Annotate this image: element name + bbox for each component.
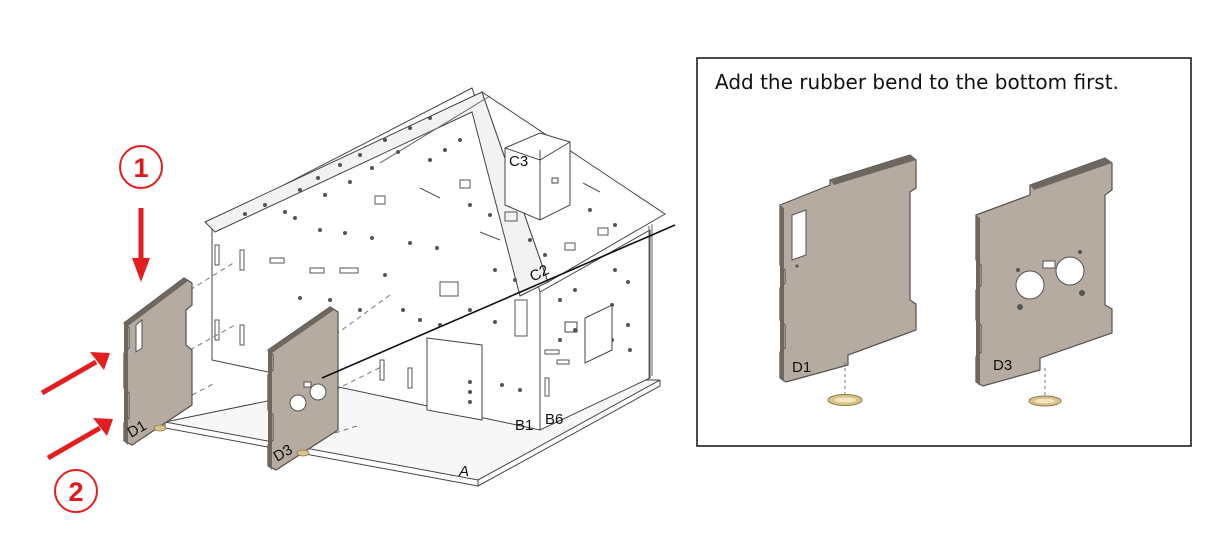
side-window xyxy=(584,304,613,364)
door-panel-d3 xyxy=(267,306,339,471)
arrow-right-upper-icon xyxy=(40,352,110,396)
alignment-lines xyxy=(189,261,391,434)
instruction-text: Add the rubber bend to the bottom first. xyxy=(715,70,1119,94)
detail-box xyxy=(696,57,1192,447)
roof-vents xyxy=(243,116,432,216)
detail-panel-d3: D3 xyxy=(975,157,1113,407)
arrow-down-icon xyxy=(132,208,150,282)
step-number-2: 2 xyxy=(68,477,83,507)
leader-line xyxy=(321,224,676,379)
detail-panel-d1: D1 xyxy=(779,154,917,406)
label-side-wall: B6 xyxy=(545,411,563,428)
detail-label-d3: D3 xyxy=(993,357,1012,374)
label-base: A xyxy=(458,463,469,480)
arrow-right-lower-icon xyxy=(46,418,113,461)
door-panel-d1 xyxy=(123,277,193,446)
step-marker-1: 1 xyxy=(119,145,163,189)
step-number-1: 1 xyxy=(133,153,148,183)
step-marker-2: 2 xyxy=(54,469,98,513)
label-chimney: C3 xyxy=(509,153,528,170)
house-model xyxy=(164,87,666,487)
front-door xyxy=(426,337,483,421)
chimney xyxy=(504,132,571,221)
label-front-wall: B1 xyxy=(515,417,533,434)
detail-label-d1: D1 xyxy=(792,359,811,376)
red-arrows xyxy=(40,208,150,461)
